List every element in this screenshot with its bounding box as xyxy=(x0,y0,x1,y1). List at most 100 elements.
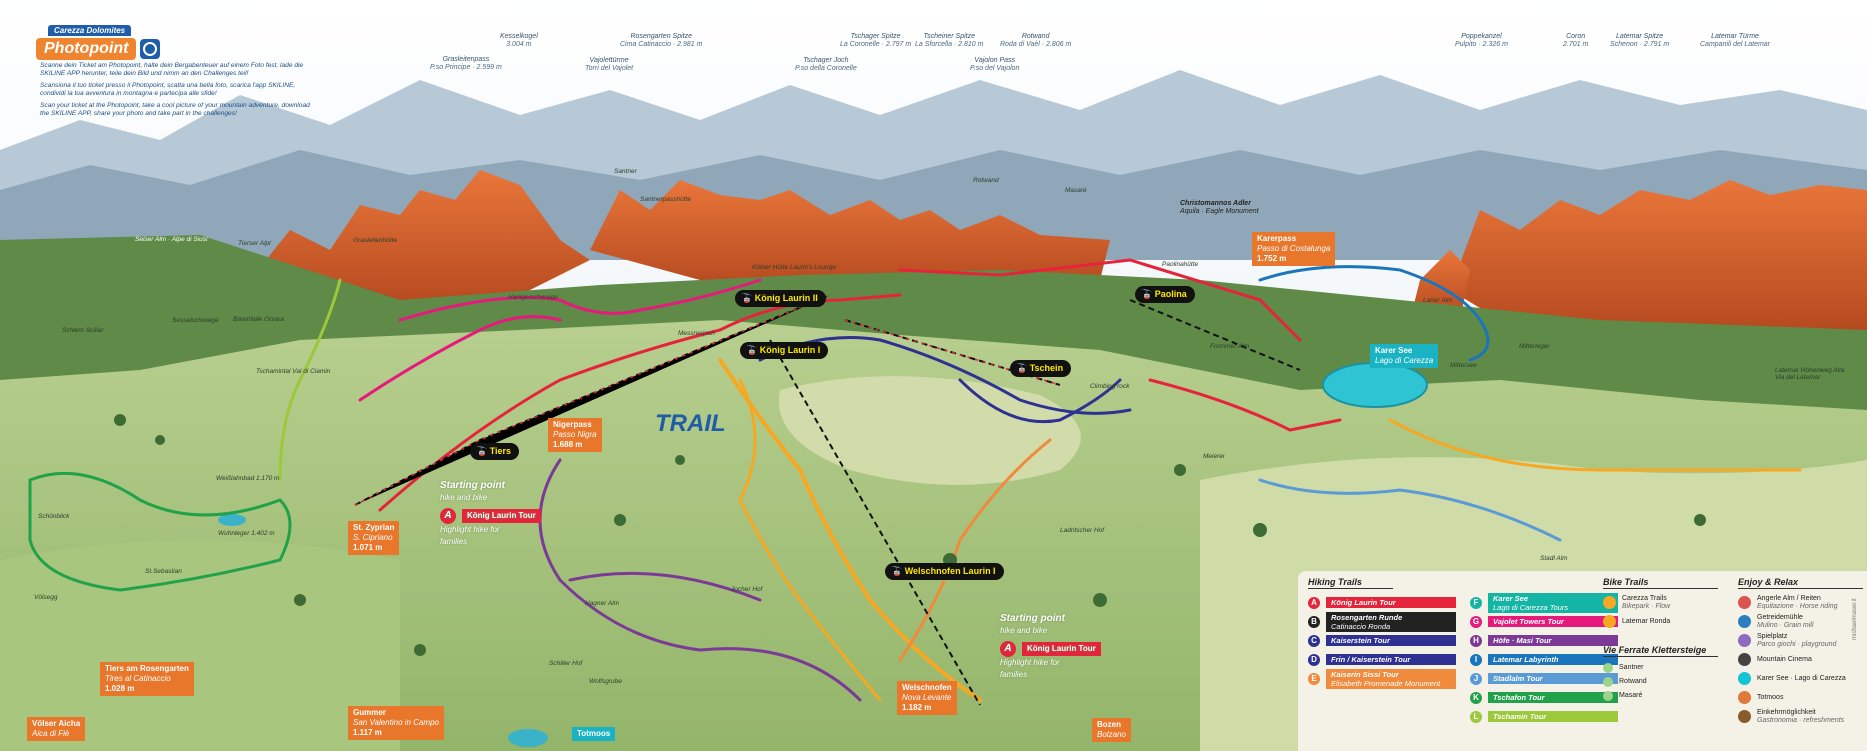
small-place: Mittersee xyxy=(1450,362,1477,369)
small-place: Tierser Alpl xyxy=(238,240,271,247)
lift-koenig-laurin-1[interactable]: 🚡 König Laurin I xyxy=(740,342,829,359)
small-place: Weißlahnbad 1.170 m xyxy=(216,475,280,482)
small-place: Messnerjoch xyxy=(678,330,715,337)
poi-icon xyxy=(1738,634,1751,647)
trail-letter-icon: K xyxy=(1470,691,1482,704)
trail-letter-icon: C xyxy=(1308,634,1320,647)
small-place: Ladritscher Hof xyxy=(1060,527,1105,534)
trail-name: Kaiserstein Tour xyxy=(1326,635,1456,646)
legend-ferrata-item[interactable]: Rotwand xyxy=(1603,675,1718,689)
legend-bike-item[interactable]: Latemar Ronda xyxy=(1603,612,1718,631)
small-place: Wuhnleger 1.402 m xyxy=(218,530,275,537)
small-place: Paolinahütte xyxy=(1162,261,1199,268)
brand-top: Carezza Dolomites xyxy=(48,25,132,36)
brand-main: Photopoint xyxy=(36,38,137,60)
lift-koenig-laurin-2[interactable]: 🚡 König Laurin II xyxy=(735,290,826,307)
small-place: Sesselschwaige xyxy=(172,317,219,324)
photopoint-logo: Carezza Dolomites Photopoint xyxy=(36,20,161,60)
small-place: Masaré xyxy=(1065,187,1087,194)
trail-name: Höfe · Masi Tour xyxy=(1488,635,1618,646)
lift-welschnofen-laurin-1[interactable]: 🚡 Welschnofen Laurin I xyxy=(885,563,1004,580)
trail-name: König Laurin Tour xyxy=(1326,597,1456,608)
small-place: Stadl Alm xyxy=(1540,555,1568,562)
place-totmoos: Totmoos xyxy=(572,727,616,741)
bike-icon xyxy=(1603,615,1616,628)
trail-name: Stadlalm Tour xyxy=(1488,673,1618,684)
small-place: Völsegg xyxy=(34,594,58,601)
small-place: Kölner Hütte Laurin's Lounge xyxy=(752,264,836,271)
small-place: Hanigerschwaige xyxy=(508,294,558,301)
legend-hiking-item[interactable]: C Kaiserstein Tour xyxy=(1308,631,1456,650)
small-place: Schiller Hof xyxy=(549,660,583,667)
small-place: St.Sebastian xyxy=(145,568,182,575)
legend-enjoy-item[interactable]: Karer See · Lago di Carezza xyxy=(1738,669,1863,688)
lift-tschein[interactable]: 🚡 Tschein xyxy=(1010,360,1072,377)
small-place: Santnerpasshütte xyxy=(640,196,691,203)
legend-enjoy-item[interactable]: Mountain Cinema xyxy=(1738,650,1863,669)
credit: michaelmaser.it xyxy=(1852,598,1858,640)
small-place: Bärenfalle Orsara xyxy=(233,316,284,323)
small-place: Schlern Sciliar xyxy=(62,327,104,334)
poi-icon xyxy=(1738,596,1751,609)
small-place: Climbing rock xyxy=(1090,383,1130,390)
trail-letter-icon: E xyxy=(1308,672,1320,685)
trail-name: Tschamin Tour xyxy=(1488,711,1618,722)
small-place: Jocher Hof xyxy=(731,586,763,593)
camera-icon xyxy=(140,39,161,59)
small-place: Latemar Höhenweg Alta Via del Latemar xyxy=(1775,367,1845,381)
small-place: Tschamintal Val di Ciamin xyxy=(256,368,331,375)
legend-ferrata-item[interactable]: Santner xyxy=(1603,661,1718,675)
small-place: Meierei xyxy=(1203,453,1225,460)
lift-tiers[interactable]: 🚡 Tiers xyxy=(470,443,520,460)
poi-icon xyxy=(1738,691,1751,704)
legend-ferrata-item[interactable]: Masaré xyxy=(1603,689,1718,703)
climbing-icon xyxy=(1603,691,1613,701)
poi-icon xyxy=(1738,710,1751,723)
small-place: Hagner Alm xyxy=(585,600,620,607)
trail-letter-icon: H xyxy=(1470,634,1482,647)
trail-letter-icon: D xyxy=(1308,653,1320,666)
trail-name: Frin / Kaiserstein Tour xyxy=(1326,654,1456,665)
legend-enjoy-item[interactable]: Totmoos xyxy=(1738,688,1863,707)
lift-paolina[interactable]: 🚡 Paolina xyxy=(1135,286,1195,303)
legend-hiking-item[interactable]: D Frin / Kaiserstein Tour xyxy=(1308,650,1456,669)
legend-hiking-item[interactable]: H Höfe · Masi Tour xyxy=(1470,631,1618,650)
small-place: Laner Alm xyxy=(1423,297,1453,304)
poi-icon xyxy=(1738,615,1751,628)
